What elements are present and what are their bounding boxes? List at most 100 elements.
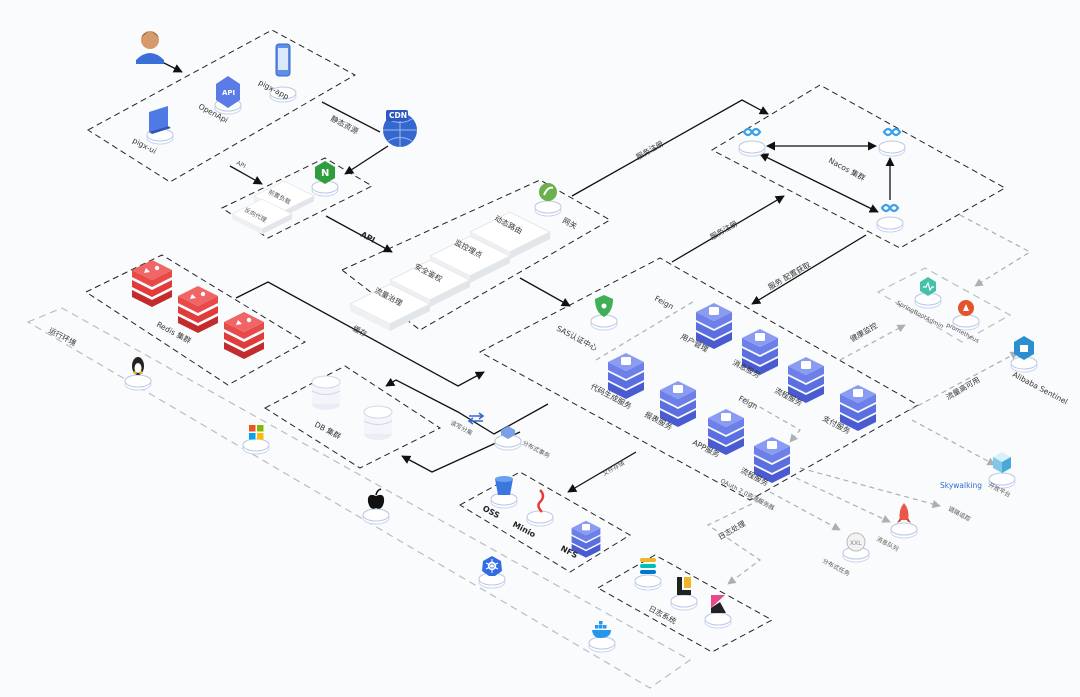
redis-icon-3 xyxy=(224,312,264,359)
runtime-label: 运行环境 xyxy=(47,325,79,348)
sentinel-flow xyxy=(909,351,1019,411)
docker-icon xyxy=(592,621,611,638)
client-zone xyxy=(87,29,357,183)
minio-icon xyxy=(537,489,545,513)
cube-icon xyxy=(993,452,1011,473)
monitor-icon xyxy=(149,106,171,134)
static-flow xyxy=(321,101,381,133)
kibana-pedestal xyxy=(704,612,732,629)
spring-gateway-icon xyxy=(539,183,557,201)
nacos-pedestal-2 xyxy=(878,140,906,157)
xxl-text: XXL xyxy=(850,540,862,547)
nacos-label: Nacos 集群 xyxy=(827,155,868,183)
apple-icon xyxy=(367,488,385,509)
sentinel-flow-label: 流量高可用 xyxy=(944,374,981,401)
feign-flow-2 xyxy=(743,397,801,443)
feign-label-1: Feign xyxy=(653,294,675,312)
storage-flow xyxy=(567,451,637,493)
health-flow xyxy=(839,324,906,361)
static-resource-label: 静态资源 xyxy=(329,113,361,136)
windows-pedestal xyxy=(242,438,270,455)
kubernetes-icon xyxy=(482,556,502,576)
springboot-admin-icon xyxy=(920,277,936,296)
skywalking-label: Skywalking xyxy=(940,481,982,490)
shield-icon xyxy=(595,295,613,317)
open-platform-flow xyxy=(911,419,996,466)
api-small-label: API xyxy=(235,160,247,171)
docker-pedestal xyxy=(588,636,616,653)
distributed-tx-icon xyxy=(501,426,515,439)
tx-flow xyxy=(401,431,521,473)
cdn-to-nginx xyxy=(344,145,389,175)
client-to-nginx xyxy=(229,165,263,185)
mq-pedestal xyxy=(890,522,918,539)
nacos-pedestal-1 xyxy=(738,140,766,157)
sas-pedestal xyxy=(590,314,618,331)
phone-icon xyxy=(275,43,291,77)
gateway-to-nacos xyxy=(571,99,769,197)
elastic-pedestal xyxy=(634,574,662,591)
sentinel-label: Alibaba Sentinel xyxy=(1011,370,1069,407)
rocketmq-icon xyxy=(897,503,911,523)
distributed-tx-label: 分布式事务 xyxy=(521,439,551,460)
linux-icon xyxy=(132,357,144,375)
apple-pedestal xyxy=(362,508,390,525)
redis-zone xyxy=(84,254,306,386)
xxl-flow xyxy=(769,491,841,531)
nacos-to-monitor xyxy=(959,214,1032,287)
database-icon-1 xyxy=(311,375,341,411)
bucket-pedestal xyxy=(490,492,518,509)
elastic-icon xyxy=(640,558,656,574)
nacos-icon-3 xyxy=(880,203,900,213)
nacos-to-services xyxy=(751,234,867,305)
windows-icon xyxy=(249,425,264,440)
user-avatar-icon xyxy=(136,31,164,64)
openapi-icon: API xyxy=(216,76,240,108)
xxl-icon: XXL xyxy=(846,532,866,552)
gateway-to-services xyxy=(519,277,571,307)
linux-pedestal xyxy=(124,374,152,391)
logstash-pedestal xyxy=(670,594,698,611)
nacos-zone xyxy=(710,84,1007,249)
mq-flow xyxy=(795,477,891,523)
monitor-zone xyxy=(876,267,1012,343)
cdn-label: CDN xyxy=(389,111,407,120)
logstash-icon xyxy=(677,577,691,595)
cdn-globe-icon: CDN xyxy=(383,110,417,147)
svg-text:N: N xyxy=(321,168,329,179)
service-register-2: 服务注册 xyxy=(708,218,739,242)
gateway-label: 网关 xyxy=(561,215,579,231)
nginx-to-gateway xyxy=(325,215,393,253)
kibana-icon xyxy=(711,595,726,613)
minio-pedestal xyxy=(526,510,554,527)
services-zone xyxy=(478,257,920,501)
sentinel-icon xyxy=(1014,336,1034,360)
nacos-icon-2 xyxy=(882,127,902,137)
nfs-label: NFS xyxy=(559,544,579,560)
mq-label: 消息队列 xyxy=(875,535,900,553)
db-label: DB 集群 xyxy=(313,419,343,441)
bucket-icon xyxy=(495,476,513,495)
health-monitor-label: 健康监控 xyxy=(848,320,879,344)
log-process-label: 日志处理 xyxy=(716,518,747,542)
database-icon-2 xyxy=(363,405,393,441)
trace-label: 链路追踪 xyxy=(947,505,972,523)
feign-label-2: Feign xyxy=(737,394,759,412)
nginx-icon: N xyxy=(315,161,335,184)
service-register-1: 服务注册 xyxy=(634,138,665,162)
nacos-icon-1 xyxy=(742,127,762,137)
file-storage-label: 文件存储 xyxy=(601,459,626,478)
gateway-pedestal xyxy=(534,200,562,217)
nacos-pedestal-3 xyxy=(876,216,904,233)
user-flow xyxy=(161,61,183,73)
redis-icon-1 xyxy=(132,260,172,307)
db-zone xyxy=(264,365,442,469)
log-zone xyxy=(596,554,774,653)
prometheus-icon xyxy=(958,300,974,316)
runtime-zone xyxy=(26,307,692,689)
rw-split-icon xyxy=(467,412,485,425)
trace-flow xyxy=(799,467,941,509)
feign-flow-1 xyxy=(595,299,697,361)
